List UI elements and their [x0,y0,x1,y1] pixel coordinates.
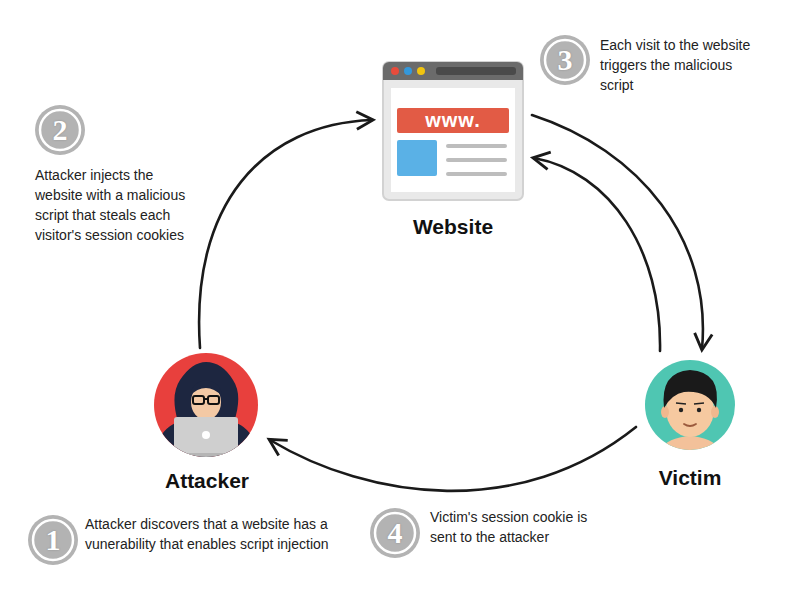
url-text: www. [397,108,509,133]
flow-arrow [199,120,372,348]
attacker-icon [150,353,262,470]
node-label: Attacker [150,468,264,494]
step-text: Attacker injects the website with a mali… [35,165,187,245]
flow-arrow [534,158,660,351]
callout-number: 2 [36,106,84,154]
browser-icon [383,62,523,200]
flow-arrow [532,115,703,349]
step-text: Attacker discovers that a website has a … [85,514,330,554]
step-text: Each visit to the website triggers the m… [600,35,760,95]
flow-arrow [270,427,636,491]
website-node: Website [378,58,528,240]
node-label: Website [378,214,528,240]
callout-number: 3 [541,36,589,84]
attacker-node: Attacker [150,352,264,494]
victim-icon [645,360,735,460]
callout-circle [28,35,590,565]
victim-node: Victim [640,355,740,491]
callout-number: 4 [371,509,419,557]
node-label: Victim [640,465,740,491]
callout-number: 1 [29,516,77,564]
step-text: Victim's session cookie is sent to the a… [430,507,595,547]
